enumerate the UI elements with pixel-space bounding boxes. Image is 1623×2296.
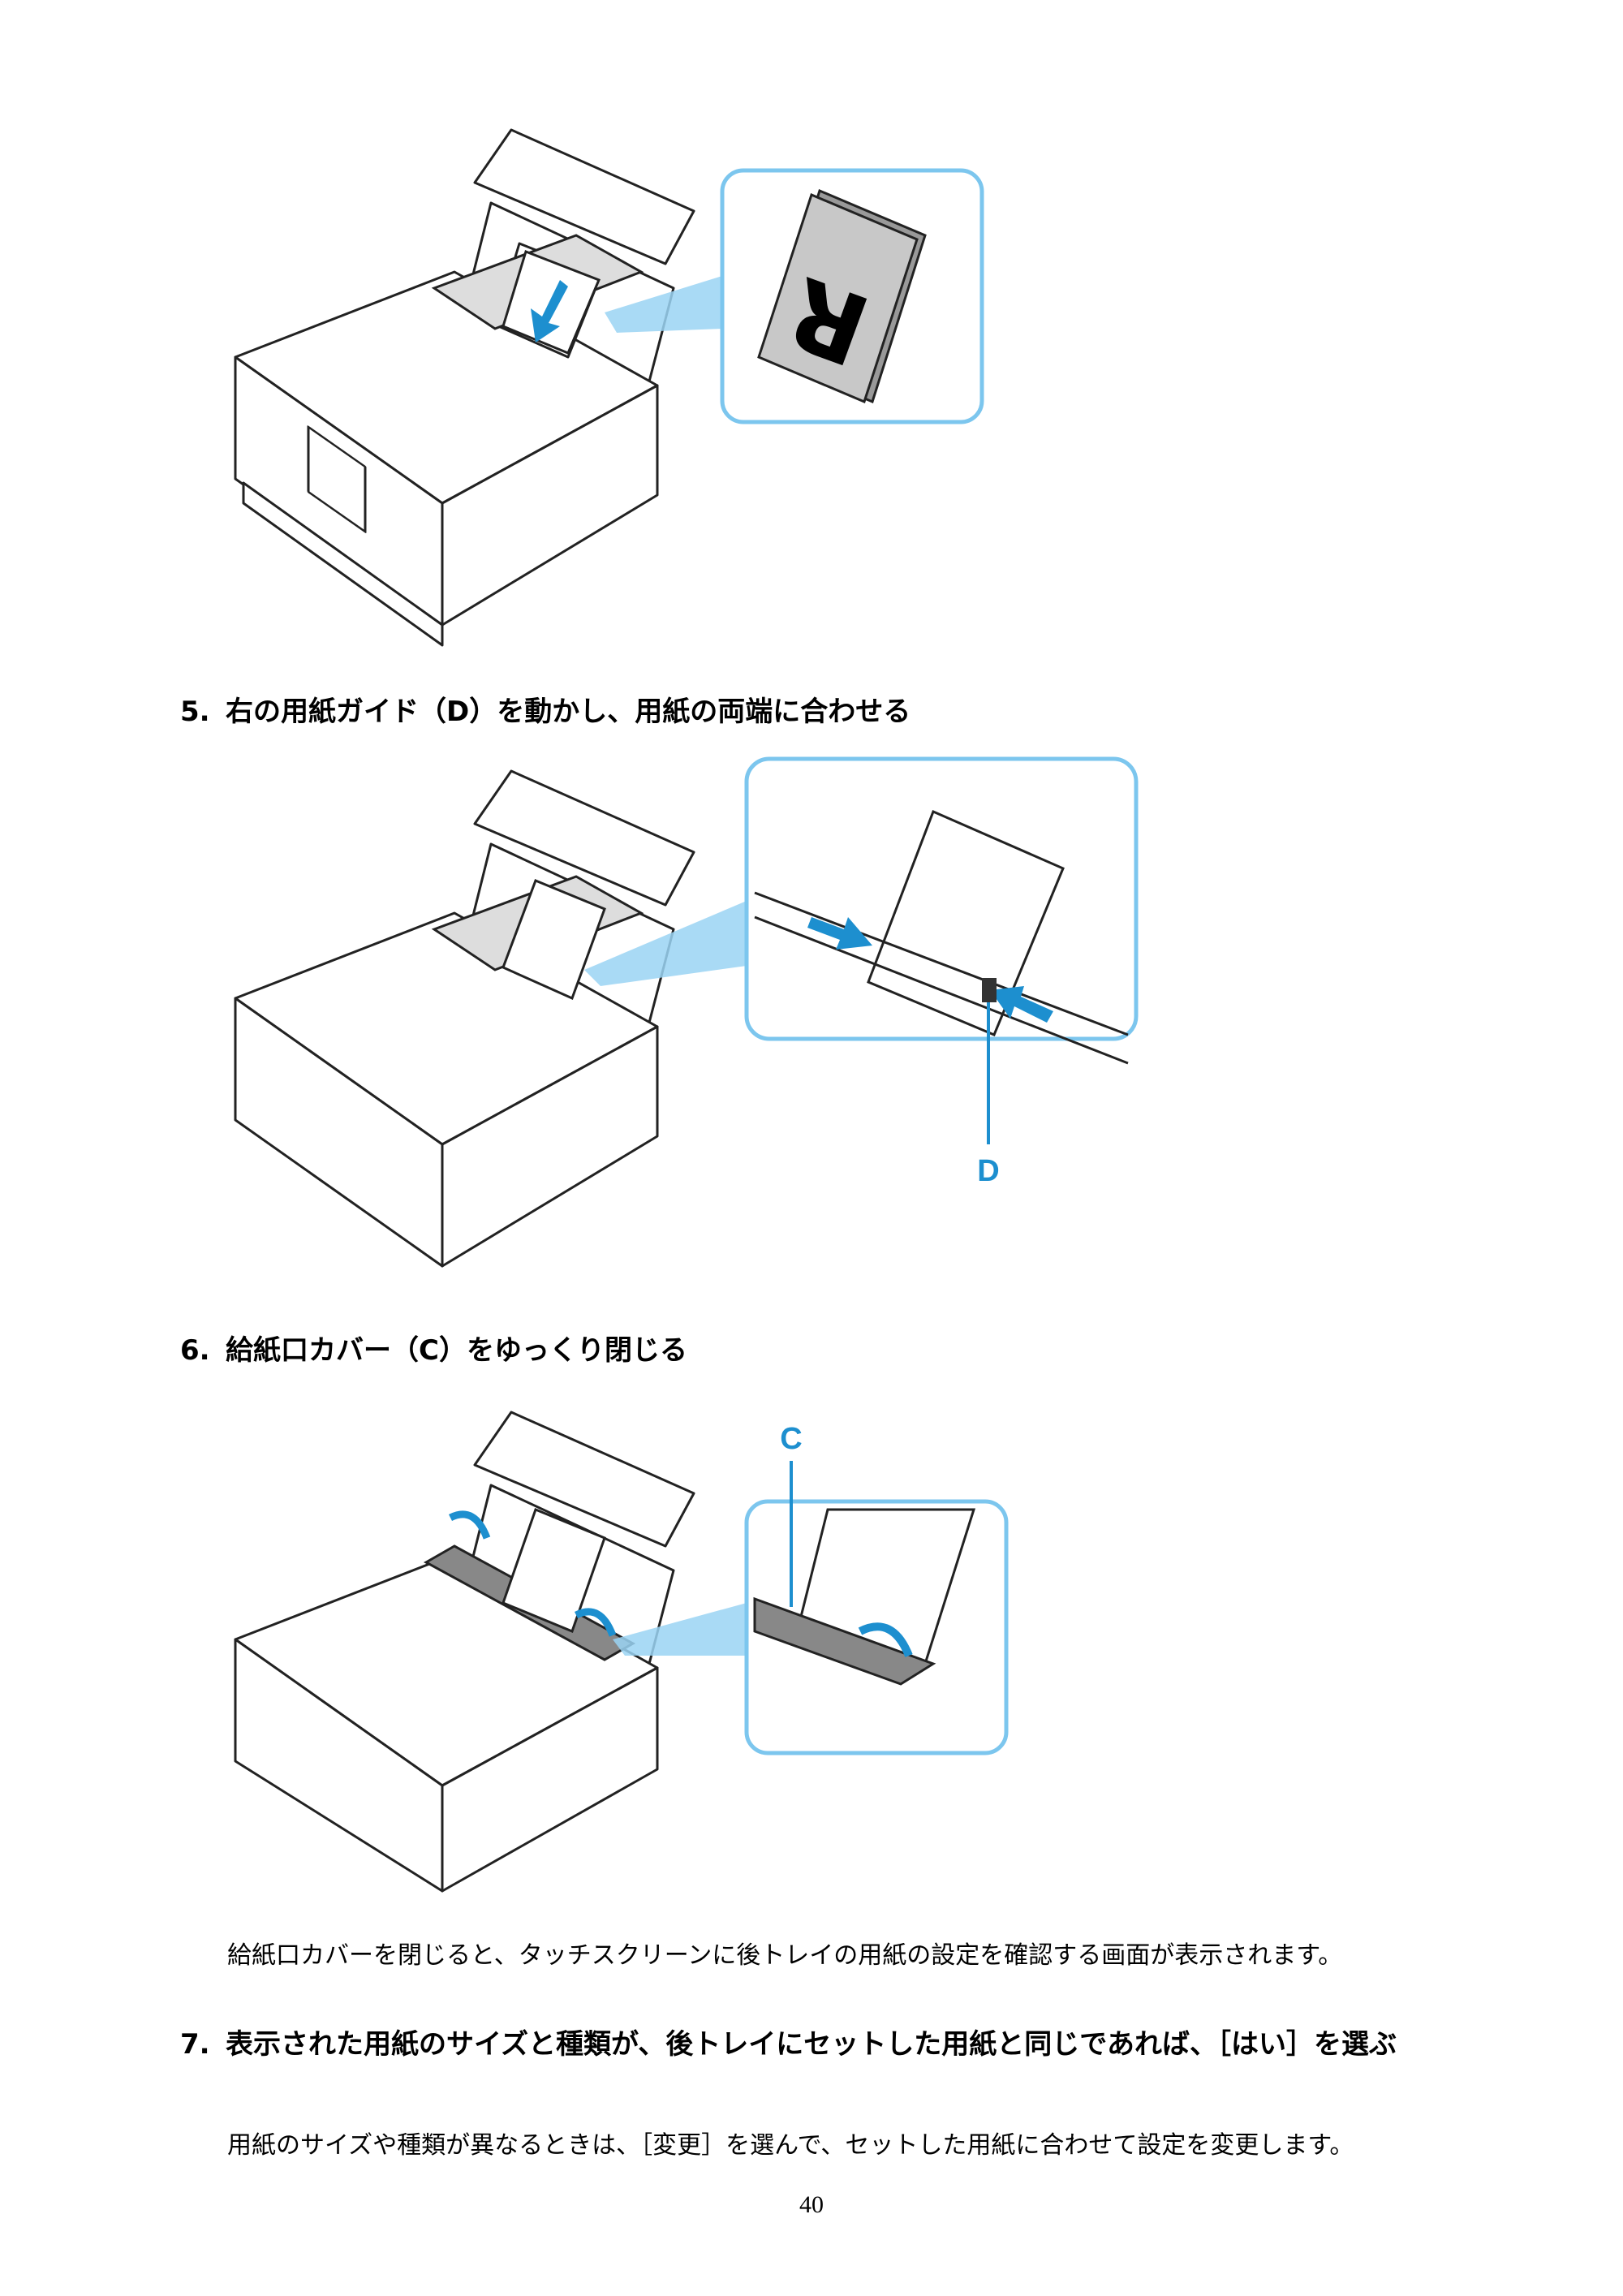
paper-guide-d <box>982 978 997 1002</box>
figure-load-paper: R <box>0 114 1623 649</box>
figure-feed-slot-cover-art: C <box>234 1411 1009 1893</box>
touch-screen <box>307 425 367 533</box>
right-guide-arrow-icon <box>990 986 1053 1023</box>
guide-label: D <box>977 1154 999 1188</box>
note-after-step-6: 給紙口カバーを閉じると、タッチスクリーンに後トレイの用紙の設定を確認する画面が表… <box>227 1941 1343 1970</box>
figure-paper-guide-art: D <box>234 756 1139 1268</box>
step-text: 右の用紙ガイド（D）を動かし、用紙の両端に合わせる <box>226 696 911 728</box>
figure-paper-guide: D <box>0 755 1623 1274</box>
zoom-beam <box>613 1603 747 1656</box>
insert-arrow-icon <box>531 280 568 342</box>
printer-tray <box>242 481 444 647</box>
step-5: 5. 右の用紙ガイド（D）を動かし、用紙の両端に合わせる <box>180 690 1495 734</box>
callout-paper <box>867 809 1065 1036</box>
step-text: 表示された用紙のサイズと種類が、後トレイにセットした用紙と同じであれば、［はい］… <box>226 2028 1397 2061</box>
zoom-beam <box>605 276 722 333</box>
step-number: 7. <box>180 2028 210 2061</box>
note-after-step-7: 用紙のサイズや種類が異なるときは、［変更］を選んで、セットした用紙に合わせて設定… <box>227 2131 1354 2160</box>
cover-label: C <box>780 1422 802 1456</box>
close-arrow-icon <box>574 1608 617 1637</box>
paper-support-back <box>473 128 695 265</box>
callout-cover <box>753 1596 936 1686</box>
step-number: 6. <box>180 1334 210 1367</box>
zoom-beam <box>584 901 747 986</box>
step-7: 7. 表示された用紙のサイズと種類が、後トレイにセットした用紙と同じであれば、［… <box>180 2022 1495 2066</box>
page-number: 40 <box>799 2191 824 2218</box>
step-6: 6. 給紙口カバー（C）をゆっくり閉じる <box>180 1329 1495 1372</box>
figure-feed-slot-cover: C <box>0 1396 1623 1899</box>
left-guide-arrow-icon <box>807 917 872 950</box>
step-text: 給紙口カバー（C）をゆっくり閉じる <box>226 1334 687 1367</box>
figure-load-paper-art: R <box>234 128 984 647</box>
step-number: 5. <box>180 696 210 728</box>
close-arrow-icon <box>448 1510 491 1540</box>
printer-side <box>441 384 659 627</box>
